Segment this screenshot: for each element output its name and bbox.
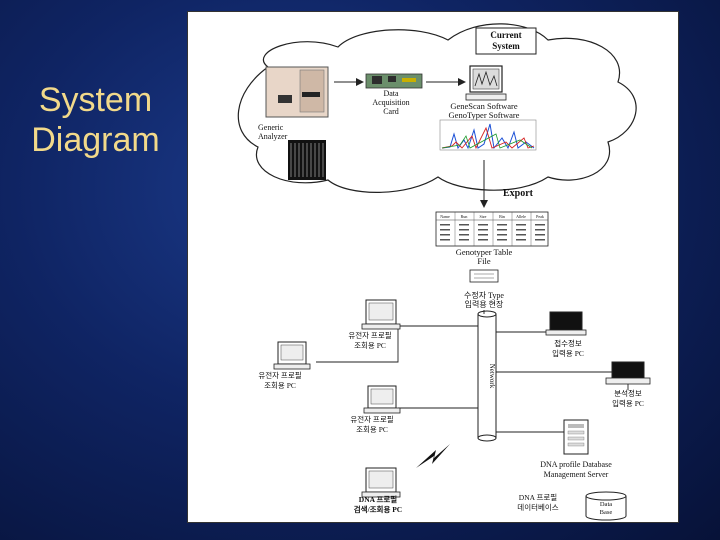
pc-icon-middle [363,385,401,414]
table-header-1: Name [440,214,450,219]
genotyper-table-label-2: File [477,256,490,266]
table-header-4: Bin [499,214,505,219]
genescan-label-1: GeneScan Software [450,101,517,111]
pc-mid-label-1: 유전자 프로필 [350,414,393,424]
current-system-box [475,27,537,55]
pc-icon-right-2 [605,361,651,385]
table-header-6: Peak [536,214,544,219]
daq-label-1: Data [383,89,399,98]
pc-bottom-label-2: 검색/조회용 PC [354,504,402,514]
table-header-3: Size [480,214,487,219]
type-input-device [469,269,499,283]
right-pc1-label-1: 접수정보 [554,338,582,348]
type-input-label-2: 입력용 현장 [465,299,504,309]
db-server-label-2: Management Server [544,470,609,479]
analysis-computer-icon [465,65,507,101]
pc-top-label-2: 조회용 PC [354,341,386,350]
pc-icon-right-1 [545,311,587,336]
pc-icon-left [273,341,311,370]
pc-icon-top [361,299,401,330]
database-label-1: Data [600,501,612,508]
dna-db-label-1: DNA 프로필 [519,492,558,502]
network-backbone [477,310,497,442]
database-label-2: Base [600,509,613,516]
database-cylinder-icon [585,491,627,521]
daq-label-3: Card [383,107,399,116]
wireless-link-icon [416,444,450,468]
genotyper-table-label-1: Genotyper Table [456,247,513,257]
pc-icon-bottom [361,467,401,498]
current-system-cloud [237,23,637,193]
db-server-label-1: DNA profile Database [540,460,612,469]
generic-analyzer-label-2: Analyzer [258,132,288,141]
type-input-label-1: 수정자 Type [464,290,504,300]
export-label: Export [503,188,534,199]
table-header-2: Run [461,214,468,219]
system-diagram: Current System Generic Analyzer Data Acq… [188,12,678,522]
title-line-1: System [38,81,153,119]
daq-label-2: Acquisition [372,98,409,107]
right-pc2-label-2: 입력용 PC [612,399,644,408]
slide-title: System Diagram [8,80,183,160]
generic-analyzer-machine [265,66,329,118]
title-line-2: Diagram [31,121,160,159]
generic-analyzer-label-1: Generic [258,123,284,132]
db-server-icon [563,419,589,455]
right-pc1-label-2: 입력용 PC [552,349,584,358]
genescan-label-2: GenoTyper Software [449,110,520,120]
pc-left-label-2: 조회용 PC [264,381,296,390]
current-system-label-1: Current [490,30,521,40]
gel-image [288,140,326,180]
pc-mid-label-2: 조회용 PC [356,425,388,434]
electropherogram [439,119,537,151]
pc-top-label-1: 유전자 프로필 [348,330,391,340]
pc-left-label-1: 유전자 프로필 [258,370,301,380]
pc-bottom-label-1: DNA 프로필 [359,494,398,504]
network-label: Network [488,364,496,389]
right-pc2-label-1: 분석정보 [614,388,642,398]
current-system-label-2: System [492,41,520,51]
table-header-5: Allele [516,214,526,219]
data-acquisition-card [365,73,423,89]
genotyper-table-file: Name Run Size Bin Allele Peak [435,211,549,247]
dna-db-label-2: 데이터베이스 [517,502,558,512]
